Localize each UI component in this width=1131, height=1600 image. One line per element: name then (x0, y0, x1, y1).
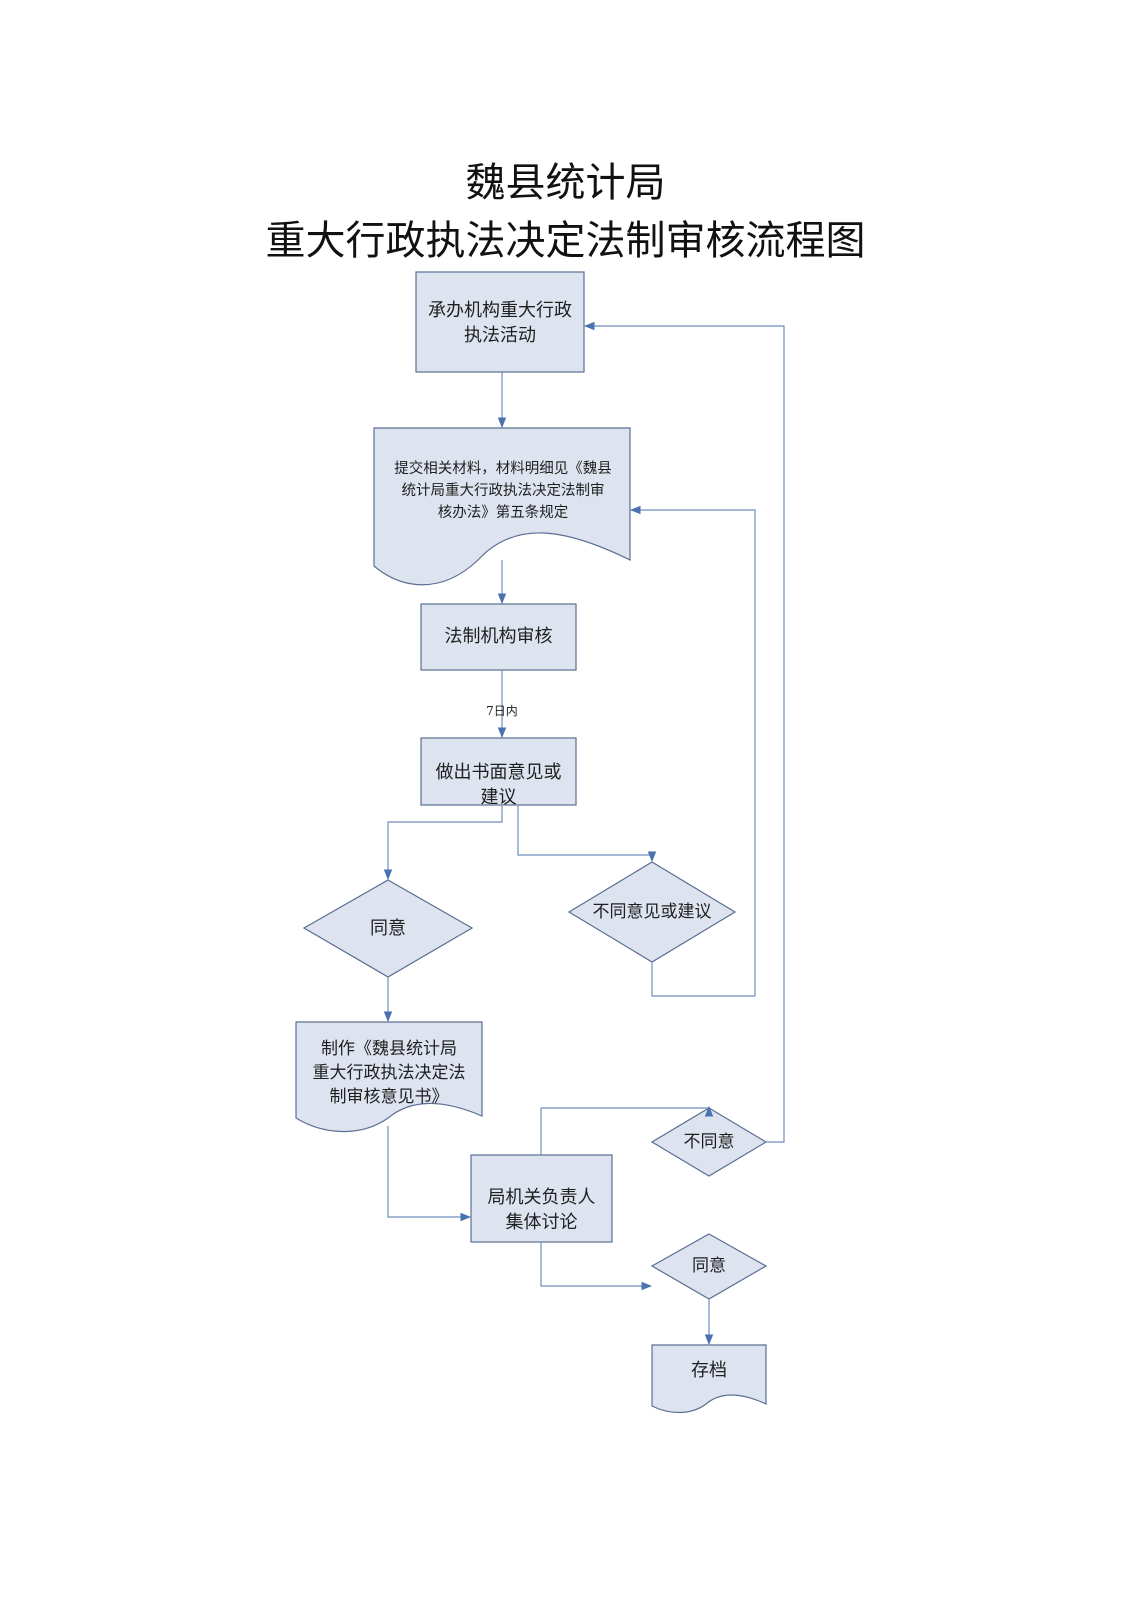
connector-opinion-disagree1 (517, 805, 657, 863)
opinion-box (420, 737, 577, 806)
page-title-line2: 重大行政执法决定法制审核流程图 (265, 218, 866, 264)
agree2-label: 同意 (692, 1256, 726, 1276)
agree1-label: 同意 (370, 918, 406, 939)
connector-opinion-agree1 (383, 805, 503, 881)
review-box (420, 603, 577, 671)
discuss-label: 局机关负责人 集体讨论 (487, 1187, 596, 1233)
connector-discuss-disagree2 (540, 1105, 714, 1155)
seven-days-label: 7日内 (486, 704, 518, 718)
submit-document-shape (373, 427, 631, 586)
connector-disagree2-start (583, 321, 785, 1143)
disagree1-label: 不同意见或建议 (592, 902, 712, 922)
make-doc-document-shape (295, 1021, 483, 1133)
archive-document-shape (651, 1344, 767, 1414)
start-label: 承办机构重大行政 执法活动 (428, 300, 572, 346)
archive-label: 存档 (691, 1360, 727, 1381)
connector-makedoc-discuss (387, 1126, 472, 1222)
disagree-diamond-2 (650, 1107, 768, 1177)
page-title-line1: 魏县统计局 (465, 160, 666, 206)
disagree2-label: 不同意 (683, 1132, 735, 1152)
opinion-label: 做出书面意见或 建议 (435, 762, 562, 808)
connector-discuss-agree2 (540, 1242, 653, 1291)
start-box (415, 271, 585, 373)
make-doc-label: 制作《魏县统计局 重大行政执法决定法 制审核意见书》 (312, 1039, 466, 1107)
submit-label: 提交相关材料，材料明细见《魏县 统计局重大行政执法决定法制审 核办法》第五条规定 (394, 461, 612, 521)
review-label: 法制机构审核 (444, 626, 553, 647)
connector-disagree1-submit (629, 505, 756, 997)
discuss-box (470, 1154, 613, 1243)
